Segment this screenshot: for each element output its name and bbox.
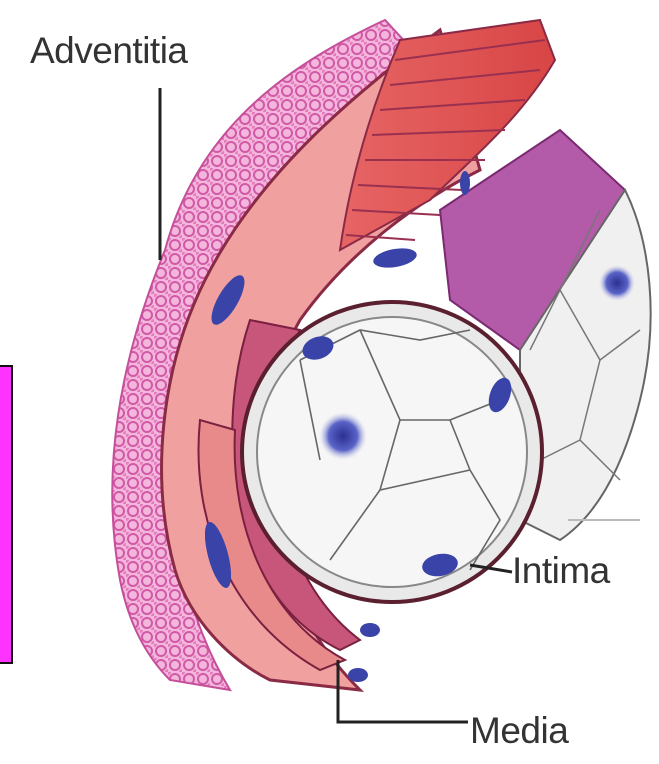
nucleus [319,412,367,460]
nucleus [599,265,635,301]
magenta-side-box [0,366,12,663]
nucleus [372,245,418,270]
nucleus [360,623,380,637]
nucleus [348,668,368,682]
lumen [257,317,527,587]
nucleus [460,171,470,195]
adventitia-label: Adventitia [30,30,188,72]
media-label: Media [470,710,568,752]
intima-label: Intima [512,550,610,592]
